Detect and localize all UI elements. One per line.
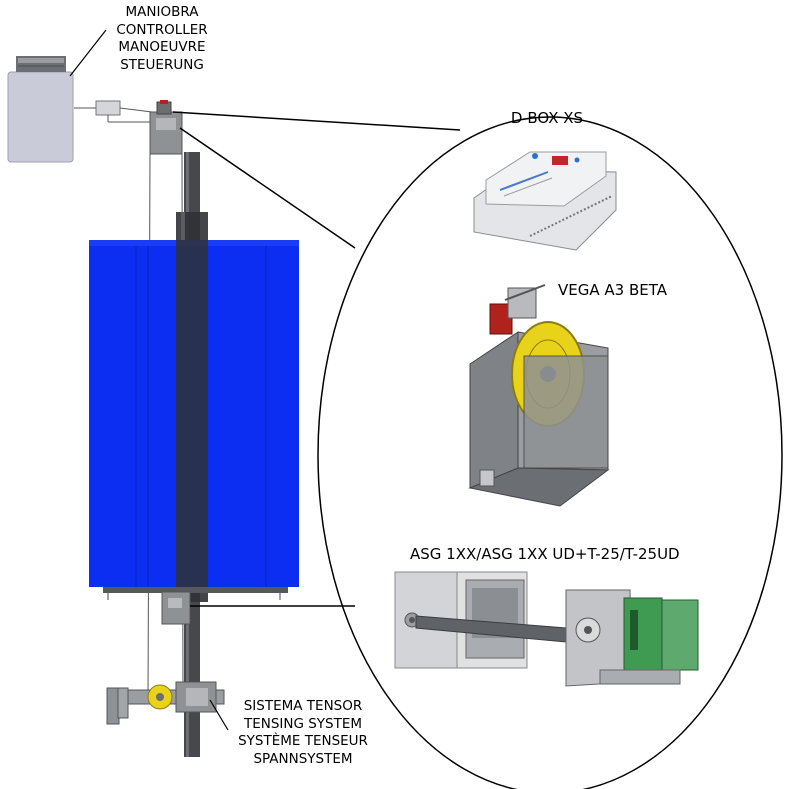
tensor-label-line-2: TENSING SYSTEM bbox=[243, 715, 363, 732]
controller-label-line-4: STEUERUNG bbox=[120, 56, 204, 73]
vega-label: VEGA A3 BETA bbox=[558, 281, 667, 299]
junction-box bbox=[74, 100, 153, 123]
controller-label-line-3: MANOEUVRE bbox=[118, 39, 206, 55]
tensor-label-line-4: SPANNSYSTEM bbox=[253, 750, 353, 767]
leader-line-top bbox=[172, 111, 461, 131]
asg-safety-gear bbox=[394, 571, 699, 687]
controller-label: MANIOBRA CONTROLLER MANOEUVRE STEUERUNG bbox=[98, 4, 226, 74]
tensor-label: SISTEMA TENSOR TENSING SYSTEM SYSTÈME TE… bbox=[228, 698, 378, 768]
vega-governor bbox=[468, 284, 610, 507]
dbox-device bbox=[473, 151, 617, 251]
tensing-system bbox=[106, 681, 229, 731]
tensor-label-line-3: SYSTÈME TENSEUR bbox=[238, 733, 368, 749]
controller-leader-line bbox=[69, 29, 107, 77]
top-governor bbox=[149, 100, 183, 155]
tensor-label-line-1: SISTEMA TENSOR bbox=[243, 698, 363, 714]
asg-label: ASG 1XX/ASG 1XX UD+T-25/T-25UD bbox=[410, 545, 680, 563]
controller-label-line-1: MANIOBRA bbox=[125, 4, 199, 20]
lift-car bbox=[89, 240, 299, 600]
leader-line-middle bbox=[179, 127, 356, 249]
detail-ellipse bbox=[317, 116, 783, 789]
dbox-label: D-BOX XS bbox=[510, 109, 584, 127]
controller-label-line-2: CONTROLLER bbox=[116, 21, 208, 38]
car-safety-gear bbox=[161, 591, 355, 625]
controller-cabinet bbox=[7, 56, 74, 163]
